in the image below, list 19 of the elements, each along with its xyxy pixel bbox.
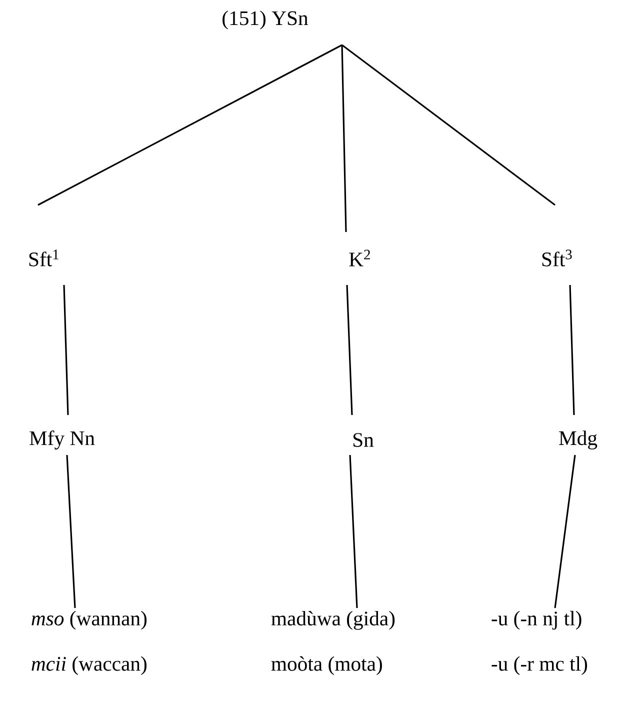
tree-branch [569,284,575,416]
tree-branch [342,44,556,206]
tree-node-label: Sn [353,433,374,447]
tree-branch [66,454,76,608]
tree-branch [349,454,358,608]
tree-branch [346,284,353,416]
tree-node-label: Sft$^{3}$ [542,250,572,266]
tree-node-label: Mfy Nn [30,430,95,450]
tree-leaf-text: -u (-n nj tl) -u (-r mc tl) [492,610,588,675]
tree-leaf-text: madùwa (gida) moòta (mota) [271,610,395,676]
tree-branch [38,44,342,206]
tree-node-label: (151) YSn [222,10,308,30]
tree-branch [341,44,347,232]
tree-node-label: Sft$^{1}$ [29,250,58,266]
tree-branch [554,454,576,608]
tree-branch [63,284,69,416]
tree-node-label: Mdg [559,430,598,450]
tree-leaf-text: mso (wannan) mcii (waccan) [32,610,147,675]
tree-node-label: K$^{2}$ [349,250,370,266]
